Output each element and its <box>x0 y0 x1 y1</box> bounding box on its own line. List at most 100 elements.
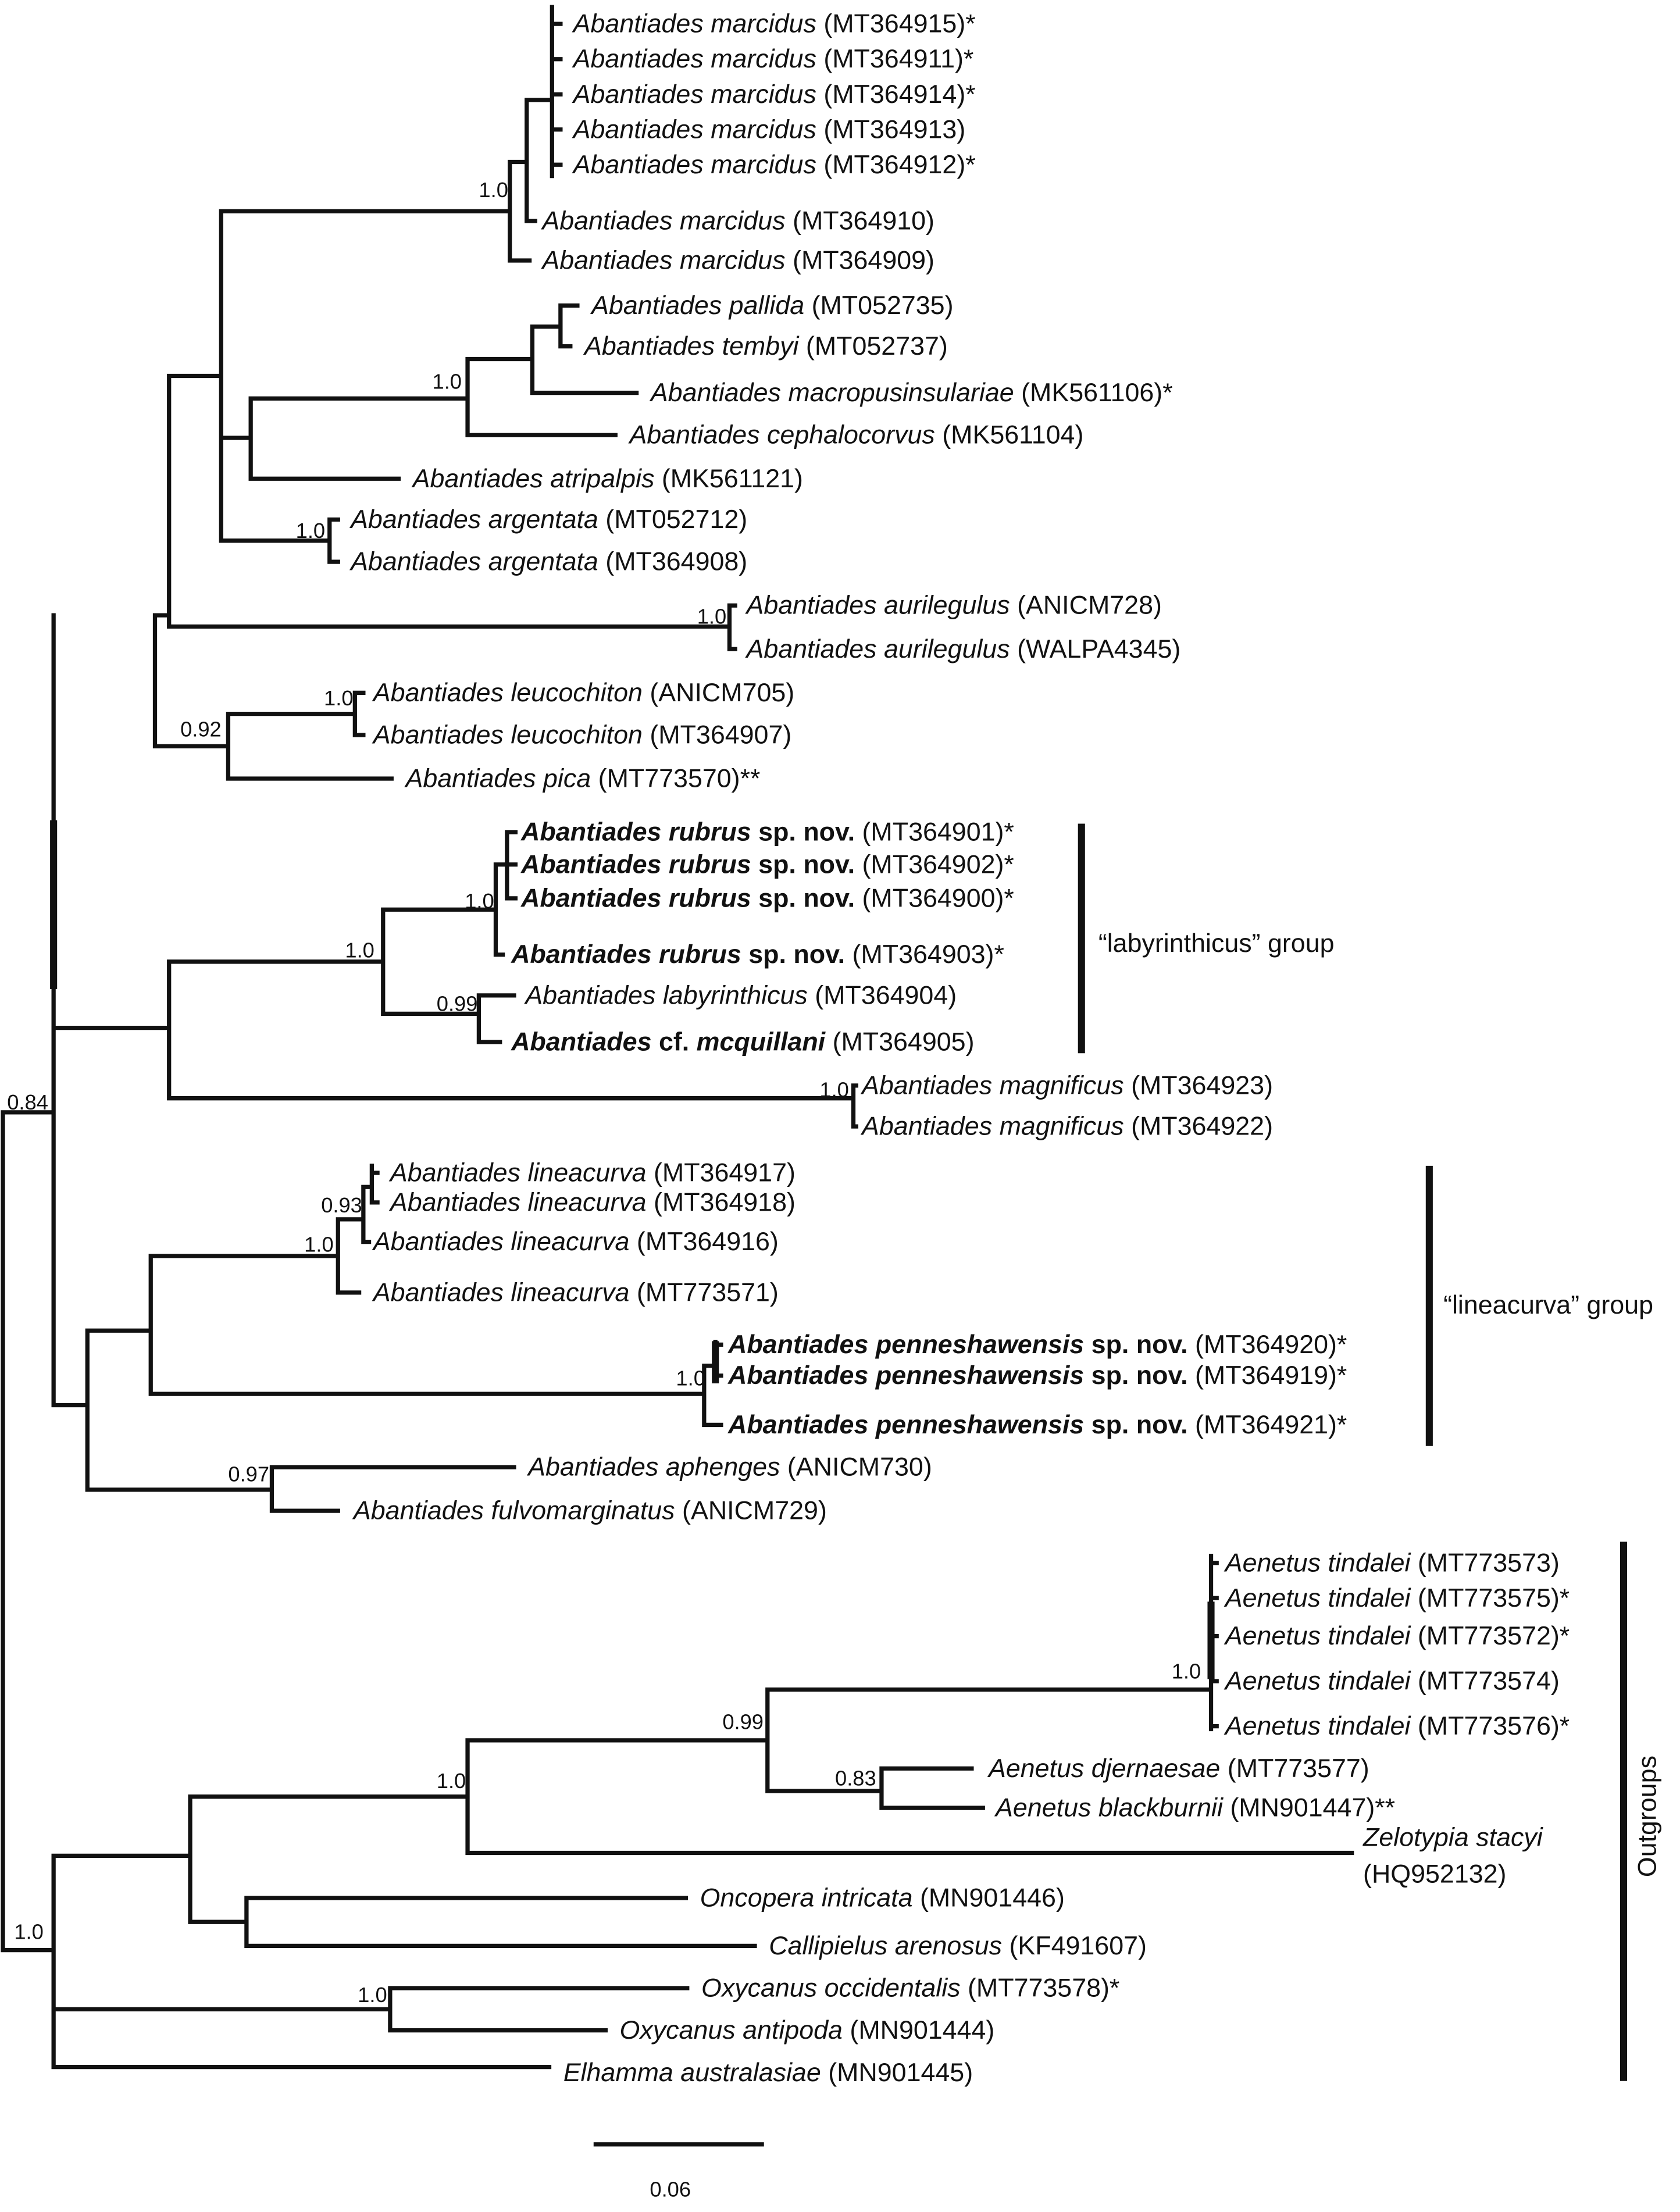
tip-label: Abantiades cephalocorvus (MK561104) <box>628 420 1084 449</box>
genus: Abantiades <box>388 1158 520 1187</box>
taxon-status: sp. nov. <box>748 940 845 969</box>
genus: Aenetus <box>1224 1711 1321 1740</box>
genus: Abantiades <box>349 505 481 534</box>
tip-label: Oxycanus occidentalis (MT773578)* <box>701 1974 1119 2003</box>
species: australasiae <box>680 2058 821 2087</box>
accession: (MK561121) <box>662 464 803 493</box>
species: blackburnii <box>1098 1793 1224 1822</box>
species: occidentalis <box>825 1974 961 2003</box>
accession: (MT773571) <box>637 1278 779 1307</box>
tip-label: Abantiades lineacurva (MT364917) <box>388 1158 796 1187</box>
tree-branches <box>1 5 1354 2070</box>
accession: (MT364907) <box>650 720 791 749</box>
support-values: 1.01.01.01.00.921.01.00.991.01.00.840.93… <box>7 178 1201 2007</box>
accession: (MT364913) <box>823 115 965 144</box>
species: penneshawensis <box>875 1361 1084 1390</box>
genus: Abantiades <box>860 1071 992 1100</box>
group-label: Outgroups <box>1633 1756 1662 1877</box>
support-value: 1.0 <box>296 519 325 543</box>
tip-label: Abantiades argentata (MT364908) <box>349 547 747 576</box>
tip-label: Abantiades atripalpis (MK561121) <box>411 464 803 493</box>
genus: Abantiades <box>520 850 661 879</box>
genus: Abantiades <box>372 1278 504 1307</box>
accession: (MK561104) <box>942 420 1083 449</box>
genus: Abantiades <box>388 1187 520 1216</box>
species: leucochiton <box>511 720 643 749</box>
genus: Abantiades <box>352 1496 484 1525</box>
genus: Abantiades <box>727 1330 868 1359</box>
support-value: 1.0 <box>345 939 374 962</box>
support-value: 0.97 <box>228 1462 269 1486</box>
tip-label: Elhamma australasiae (MN901445) <box>563 2058 973 2087</box>
tip-label: Abantiades tembyi (MT052737) <box>583 331 948 361</box>
taxon-status: sp. nov. <box>1092 1330 1188 1359</box>
genus: Abantiades <box>404 764 536 793</box>
tip-label: Abantiades marcidus (MT364910) <box>540 206 934 236</box>
accession: (MT364921)* <box>1195 1410 1347 1439</box>
species: lineacurva <box>527 1187 646 1216</box>
species: marcidus <box>711 115 816 144</box>
accession: (MT364911)* <box>823 44 973 73</box>
group-label: “lineacurva” group <box>1443 1290 1653 1319</box>
taxon-status: sp. nov. <box>1092 1361 1188 1390</box>
tip-label: Aenetus tindalei (MT773574) <box>1224 1667 1560 1696</box>
species: pica <box>542 764 591 793</box>
support-value: 1.0 <box>358 1983 387 2007</box>
support-value: 0.92 <box>180 717 222 741</box>
accession: (HQ952132) <box>1363 1859 1506 1888</box>
genus: Abantiades <box>860 1112 992 1141</box>
tip-label: Abantiades rubrus sp. nov. (MT364901)* <box>520 818 1014 847</box>
genus: Abantiades <box>540 206 672 236</box>
species: mcquillani <box>697 1027 826 1056</box>
species: marcidus <box>711 150 816 179</box>
species: argentata <box>488 505 598 534</box>
genus: Abantiades <box>744 634 876 663</box>
accession: (MT773578)* <box>968 1974 1119 2003</box>
support-value: 1.0 <box>465 889 494 913</box>
tip-label: Abantiades rubrus sp. nov. (MT364903)* <box>511 940 1004 969</box>
species: fulvomarginatus <box>491 1496 675 1525</box>
accession: (MT364900)* <box>862 883 1014 912</box>
genus: Abantiades <box>572 150 704 179</box>
species: labyrinthicus <box>663 980 808 1009</box>
accession: (MT773572)* <box>1418 1621 1570 1650</box>
group-lineacurva: “lineacurva” group <box>1425 1165 1653 1446</box>
species: marcidus <box>711 80 816 109</box>
tip-label: Abantiades lineacurva (MT364918) <box>388 1187 796 1216</box>
support-value: 1.0 <box>433 369 462 393</box>
species: macropusinsulariae <box>788 378 1014 407</box>
tip-label: Abantiades rubrus sp. nov. (MT364902)* <box>520 850 1014 879</box>
taxon-status: sp. nov. <box>758 883 855 912</box>
tip-label: Abantiades leucochiton (MT364907) <box>372 720 791 749</box>
genus: Abantiades <box>540 245 672 274</box>
accession: (MT364919)* <box>1195 1361 1347 1390</box>
genus: Aenetus <box>1224 1667 1321 1696</box>
genus: Abantiades <box>590 291 722 320</box>
genus: Abantiades <box>572 44 704 73</box>
tip-label: Abantiades argentata (MT052712) <box>349 505 747 534</box>
accession: (MT052712) <box>605 505 747 534</box>
genus: Elhamma <box>563 2058 673 2087</box>
accession: (MN901445) <box>828 2058 973 2087</box>
support-value: 0.83 <box>835 1766 876 1790</box>
support-value: 1.0 <box>324 686 353 710</box>
tip-label: Abantiades magnificus (MT364923) <box>860 1071 1273 1100</box>
group-labyrinthicus: “labyrinthicus” group <box>1078 823 1335 1054</box>
genus: Abantiades <box>372 720 504 749</box>
genus: Aenetus <box>1224 1583 1321 1612</box>
genus: Abantiades <box>411 464 543 493</box>
accession: (MT773577) <box>1228 1754 1369 1783</box>
tip-label: Oncopera intricata (MN901446) <box>700 1883 1065 1913</box>
accession: (MN901446) <box>920 1883 1065 1913</box>
genus: Oxycanus <box>701 1974 817 2003</box>
support-value: 0.93 <box>321 1193 362 1217</box>
tip-label: Abantiades penneshawensis sp. nov. (MT36… <box>727 1330 1347 1359</box>
accession: (ANICM705) <box>650 678 794 707</box>
species: djernaesae <box>1092 1754 1221 1783</box>
accession: (MT364902)* <box>862 850 1014 879</box>
species: antipoda <box>743 2015 843 2045</box>
genus: Abantiades <box>520 818 661 847</box>
genus: Oxycanus <box>620 2015 736 2045</box>
tip-labels: Abantiades marcidus (MT364915)*Abantiade… <box>349 9 1570 2087</box>
